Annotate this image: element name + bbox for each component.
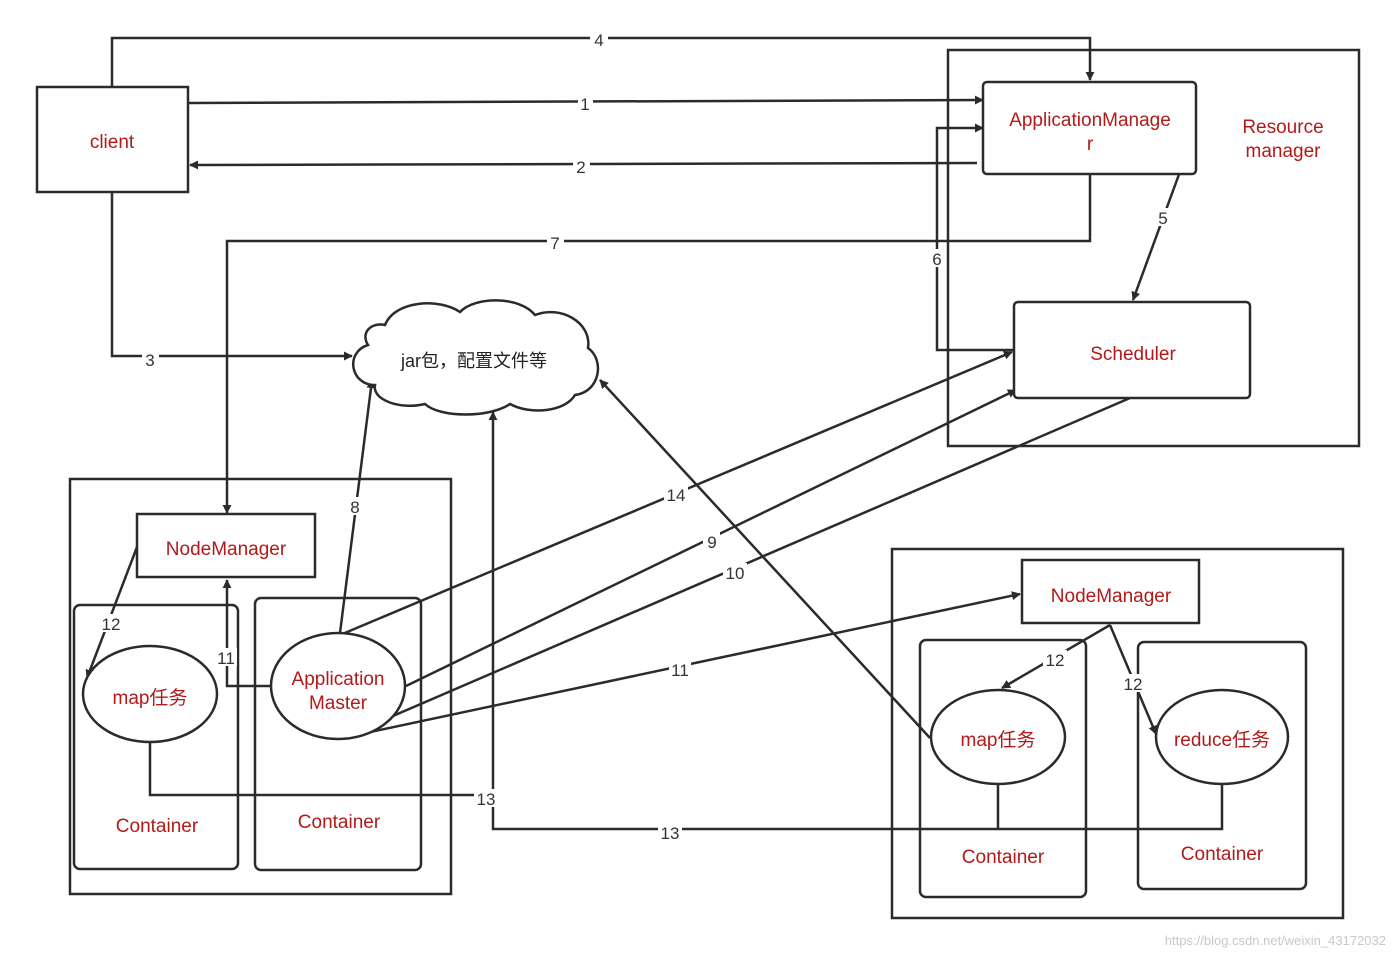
application-master-label-1: Application <box>292 669 385 690</box>
edge-label-5: 5 <box>1155 208 1172 228</box>
container-left-2-box <box>253 596 423 872</box>
map-task-left-ellipse <box>81 644 219 744</box>
container-left-1-label: Container <box>116 816 199 837</box>
svg-text:3: 3 <box>145 351 154 370</box>
edge-11-left-line <box>222 579 270 688</box>
node-manager-right-label: NodeManager <box>1051 586 1172 607</box>
edge-13-left-line <box>148 742 493 797</box>
svg-text:1: 1 <box>580 95 589 114</box>
svg-text:9: 9 <box>707 533 716 552</box>
application-manager-label-2: r <box>1087 134 1094 155</box>
resource-manager-label-1: Resource <box>1242 117 1323 138</box>
edge-label-10: 10 <box>723 563 747 583</box>
container-right-2-box <box>1136 640 1308 891</box>
cloud-shape <box>352 299 600 416</box>
resource-manager-label-2: manager <box>1246 141 1322 162</box>
edge-label-12-left: 12 <box>99 614 123 634</box>
svg-text:14: 14 <box>667 486 686 505</box>
svg-text:2: 2 <box>576 158 585 177</box>
edge-label-7: 7 <box>547 233 564 253</box>
edge-6-line <box>935 123 1014 352</box>
map-task-right-label: map任务 <box>961 729 1036 751</box>
edge-label-12-right-reduce: 12 <box>1121 674 1145 694</box>
application-master-ellipse <box>269 631 407 741</box>
container-right-1-box <box>918 638 1088 899</box>
edge-label-4: 4 <box>590 30 608 50</box>
svg-text:7: 7 <box>550 234 559 253</box>
svg-text:8: 8 <box>350 498 359 517</box>
edge-7-line <box>222 174 1092 514</box>
container-right-2-label: Container <box>1181 844 1264 865</box>
edge-12-left-line <box>85 546 139 679</box>
edge-label-12-right-map: 12 <box>1043 650 1067 670</box>
map-task-right-ellipse <box>929 688 1067 786</box>
edge-13-right-line <box>488 411 1224 831</box>
resource-manager-group <box>946 48 1361 448</box>
edge-label-11-right: 11 <box>669 660 691 680</box>
edge-label-6: 6 <box>929 249 946 269</box>
edge-label-11-left: 11 <box>215 648 237 668</box>
cloud-label: jar包，配置文件等 <box>400 351 547 371</box>
svg-text:11: 11 <box>217 649 235 668</box>
edge-label-1: 1 <box>578 94 593 114</box>
edge-label-8: 8 <box>346 497 363 517</box>
container-left-2-label: Container <box>298 812 381 833</box>
reduce-task-ellipse <box>1154 688 1290 786</box>
edge-label-9: 9 <box>703 532 720 552</box>
svg-text:12: 12 <box>1046 651 1065 670</box>
right-node-group <box>890 547 1345 920</box>
container-right-1-label: Container <box>962 847 1045 868</box>
edge-label-13-right: 13 <box>658 823 682 843</box>
node-manager-left-box <box>135 512 317 579</box>
svg-text:12: 12 <box>1124 675 1143 694</box>
node-manager-right-box <box>1020 558 1201 625</box>
svg-text:11: 11 <box>671 661 689 680</box>
svg-text:5: 5 <box>1158 209 1167 228</box>
edge-label-14: 14 <box>664 486 688 505</box>
client-label: client <box>90 132 135 153</box>
edge-label-2: 2 <box>573 157 590 177</box>
node-manager-left-label: NodeManager <box>166 539 287 560</box>
scheduler-box <box>1012 300 1252 400</box>
application-master-label-2: Master <box>309 693 368 714</box>
map-task-left-label: map任务 <box>113 687 188 709</box>
svg-text:6: 6 <box>932 250 941 269</box>
svg-text:13: 13 <box>477 790 496 809</box>
container-left-1-box <box>72 603 240 871</box>
edge-3-line <box>110 192 353 361</box>
application-manager-label-1: ApplicationManage <box>1009 110 1171 131</box>
svg-text:13: 13 <box>661 824 680 843</box>
left-node-group <box>68 477 453 896</box>
edge-label-13-left: 13 <box>474 789 498 809</box>
client-box <box>35 85 190 194</box>
application-manager-box <box>981 80 1198 176</box>
scheduler-label: Scheduler <box>1090 344 1176 365</box>
edge-label-3: 3 <box>142 350 159 370</box>
svg-text:4: 4 <box>594 31 603 50</box>
reduce-task-label: reduce任务 <box>1174 729 1270 751</box>
watermark-text: https://blog.csdn.net/weixin_43172032 <box>1165 933 1386 948</box>
svg-text:12: 12 <box>102 615 121 634</box>
svg-text:10: 10 <box>726 564 745 583</box>
edge-map-to-cloud-line <box>599 379 931 739</box>
